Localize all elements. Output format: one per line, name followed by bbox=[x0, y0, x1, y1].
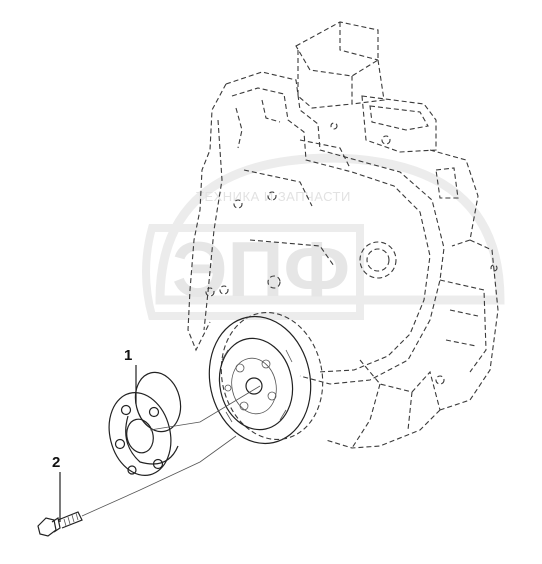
callout-number-1: 1 bbox=[124, 347, 132, 364]
crankshaft-damper bbox=[208, 311, 324, 445]
watermark-logo-text: ЭПФ bbox=[172, 225, 350, 313]
callout-2: 2 bbox=[52, 454, 61, 522]
callout-1: 1 bbox=[124, 347, 137, 404]
engine-block-outline bbox=[187, 21, 499, 449]
watermark-top-text: ТЕХНИКА И ЗАПЧАСТИ bbox=[196, 189, 351, 204]
watermark: ТЕХНИКА И ЗАПЧАСТИ ЭПФ bbox=[142, 153, 505, 320]
callout-number-2: 2 bbox=[52, 454, 60, 471]
pulley-part-1 bbox=[108, 371, 261, 476]
bolt-part-2 bbox=[37, 435, 237, 537]
